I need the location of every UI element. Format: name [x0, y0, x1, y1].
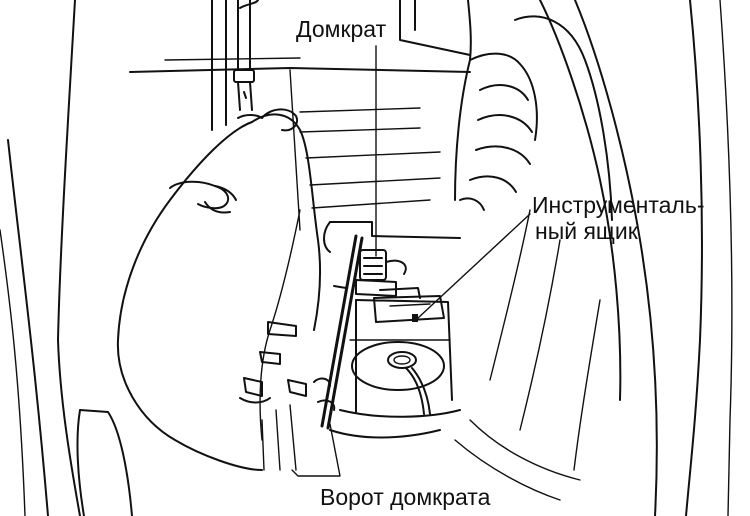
leader-jack-handle [291, 423, 341, 477]
jack [355, 249, 407, 297]
trunk-floor [323, 221, 461, 439]
label-jack-handle: Ворот домкрата [320, 484, 491, 510]
label-tool-box: Инструменталь- ный ящик [532, 192, 704, 244]
right-seat-and-door [454, 0, 733, 516]
left-body-outline [0, 0, 133, 516]
rear-window-frame [129, 0, 472, 231]
jack-handle [313, 234, 364, 430]
folded-seat-back [116, 108, 322, 471]
tool-box [373, 287, 445, 323]
label-jack: Домкрат [296, 16, 387, 42]
callout-leaders [291, 45, 531, 477]
leader-toolbox [417, 213, 531, 319]
label-tool-box-line2: ный ящик [535, 218, 638, 244]
label-tool-box-line1: Инструменталь- [532, 192, 705, 218]
seat-belt [233, 0, 259, 111]
